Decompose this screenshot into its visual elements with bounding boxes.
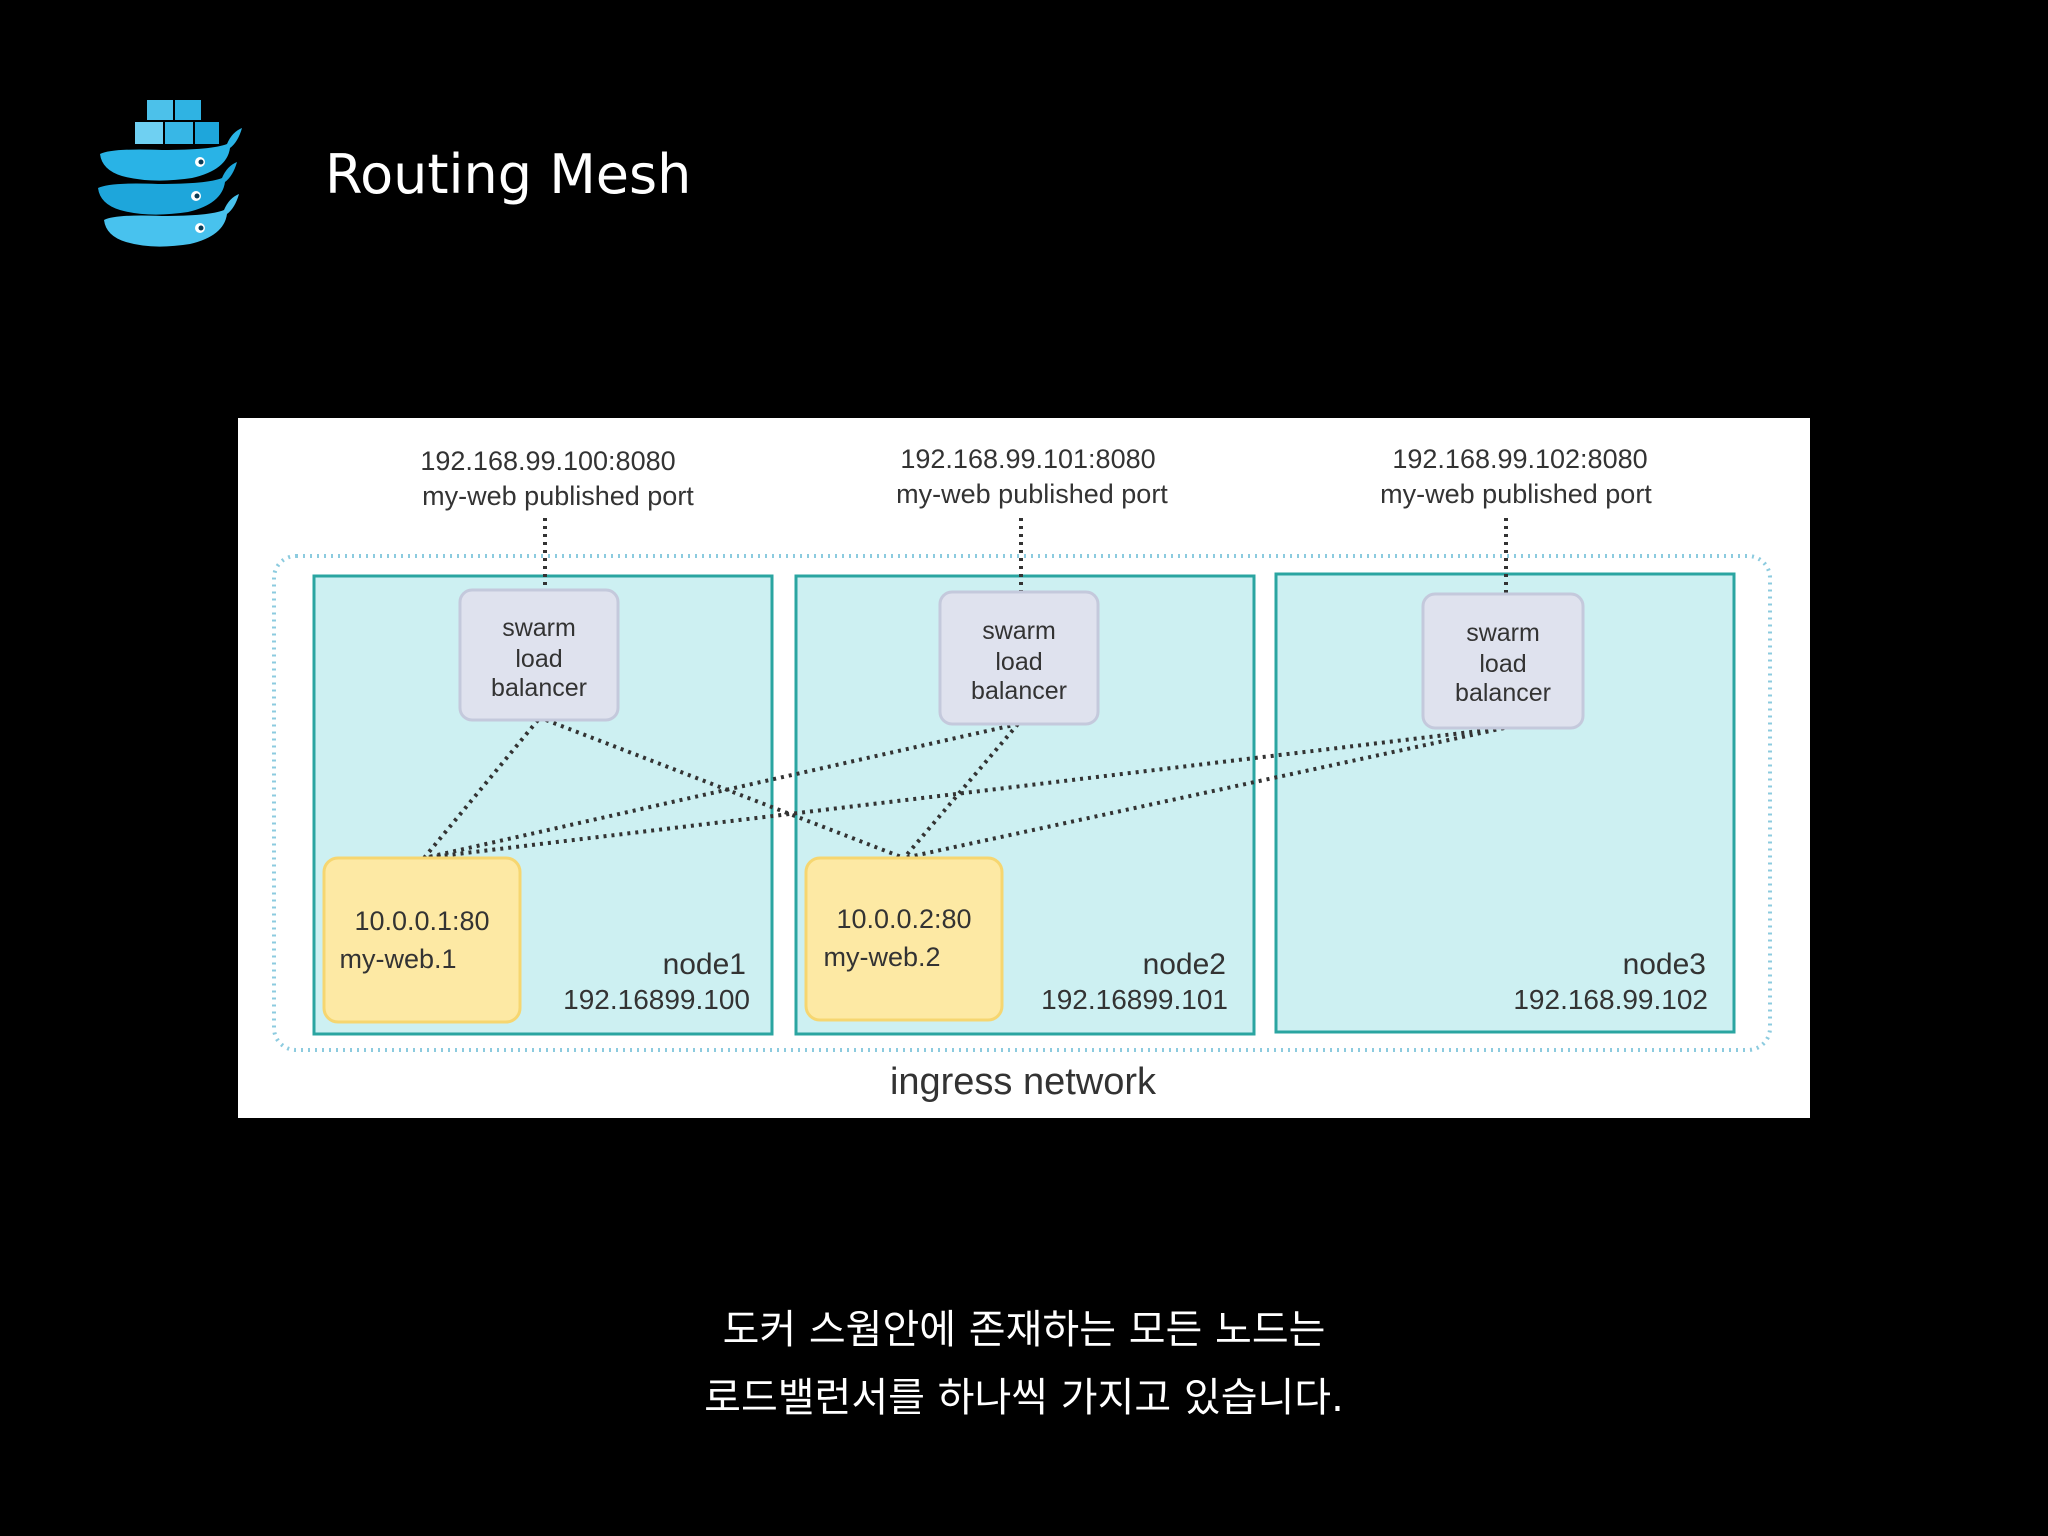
docker-swarm-logo-icon <box>98 100 242 247</box>
ingress-network-label: ingress network <box>890 1061 1157 1103</box>
node2-name: node2 <box>1143 948 1226 981</box>
port3-label: my-web published port <box>1380 479 1652 509</box>
lb2-line3: balancer <box>971 677 1067 705</box>
lb3-line1: swarm <box>1466 619 1540 647</box>
lb1-line1: swarm <box>502 614 576 642</box>
port3-address: 192.168.99.102:8080 <box>1392 444 1647 474</box>
port2-label: my-web published port <box>896 479 1168 509</box>
container-my-web-2: 10.0.0.2:80 my-web.2 <box>804 856 1004 1022</box>
lb1-line3: balancer <box>491 674 587 702</box>
container2-address: 10.0.0.2:80 <box>836 904 971 934</box>
lb3-line3: balancer <box>1455 679 1551 707</box>
port1-label: my-web published port <box>422 481 694 511</box>
ingress-network-boundary <box>272 554 1772 1052</box>
caption-line-2: 로드밸런서를 하나씩 가지고 있습니다. <box>704 1375 1344 1421</box>
node2-ip: 192.16899.101 <box>1041 984 1228 1015</box>
container1-name: my-web.1 <box>339 944 456 974</box>
container-my-web-1: 10.0.0.1:80 my-web.1 <box>322 856 522 1024</box>
lb2-line2: load <box>995 648 1042 676</box>
port2-address: 192.168.99.101:8080 <box>900 444 1155 474</box>
node3-name: node3 <box>1623 948 1706 981</box>
node1-ip: 192.16899.100 <box>563 984 750 1015</box>
slide-title: Routing Mesh <box>325 143 692 206</box>
container1-address: 10.0.0.1:80 <box>354 906 489 936</box>
container2-name: my-web.2 <box>823 942 940 972</box>
lb2-line1: swarm <box>982 617 1056 645</box>
routing-mesh-diagram: 192.168.99.100:8080 my-web published por… <box>238 418 1810 1118</box>
port1-address: 192.168.99.100:8080 <box>420 446 675 476</box>
load-balancer-node2: swarm load balancer <box>938 590 1100 726</box>
node3-ip: 192.168.99.102 <box>1513 984 1708 1015</box>
node1-name: node1 <box>663 948 746 981</box>
connection-lines <box>422 518 1508 860</box>
load-balancer-node1: swarm load balancer <box>458 588 620 722</box>
lb3-line2: load <box>1479 650 1526 678</box>
lb1-line2: load <box>515 645 562 673</box>
caption-line-1: 도커 스웜안에 존재하는 모든 노드는 <box>722 1307 1326 1353</box>
diagram-canvas: 192.168.99.100:8080 my-web published por… <box>272 444 1772 1103</box>
load-balancer-node3: swarm load balancer <box>1421 592 1585 730</box>
